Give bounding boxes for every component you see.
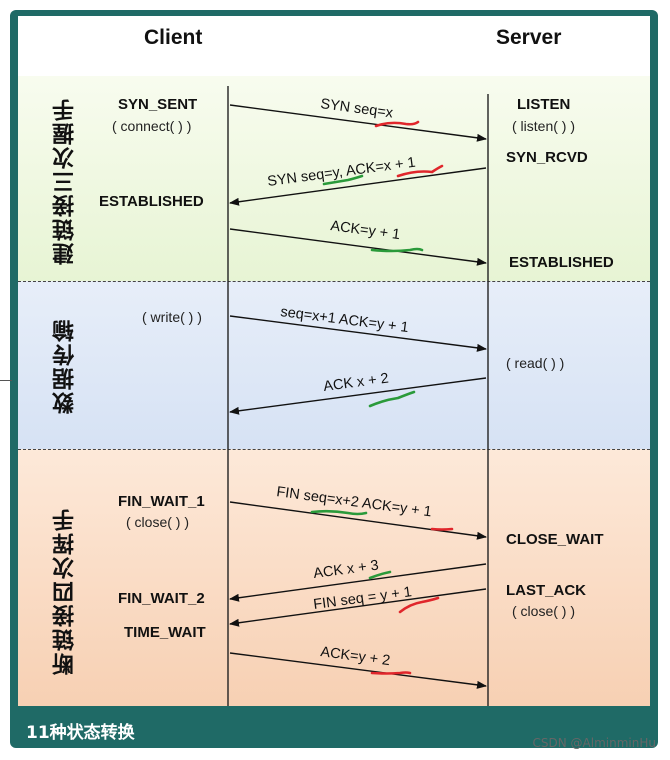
arrow-syn bbox=[229, 104, 487, 142]
client-connect-call: ( connect( ) ) bbox=[112, 118, 192, 134]
server-state-listen: LISTEN bbox=[517, 96, 571, 113]
server-state-close-wait: CLOSE_WAIT bbox=[506, 531, 604, 548]
client-state-time-wait: TIME_WAIT bbox=[124, 624, 206, 641]
server-state-last-ack: LAST_ACK bbox=[506, 582, 587, 599]
arrow-ack bbox=[229, 228, 487, 266]
server-listen-call: ( listen( ) ) bbox=[512, 118, 575, 134]
arrow-ack-fin-1 bbox=[229, 563, 487, 602]
phase-divider bbox=[18, 281, 650, 282]
client-header: Client bbox=[144, 26, 203, 49]
server-header: Server bbox=[496, 26, 562, 49]
arrow-final-ack bbox=[229, 652, 487, 689]
message-label: ACK=y + 1 bbox=[329, 218, 401, 243]
footer-caption: 11种状态转换 bbox=[26, 723, 135, 743]
red-underline bbox=[430, 527, 454, 531]
diagram-canvas: Client Server 建链接三次握手 数据传输 断链接四次挥手 SYN_S… bbox=[18, 16, 650, 706]
green-underline bbox=[368, 570, 392, 580]
watermark: CSDN @AlminminHu bbox=[532, 736, 656, 750]
arrow-data bbox=[229, 315, 487, 352]
green-underline bbox=[368, 390, 416, 408]
red-underline bbox=[398, 596, 440, 614]
arrow-data-ack bbox=[229, 377, 487, 415]
message-label: FIN seq = y + 1 bbox=[312, 584, 412, 613]
phase-band-transfer bbox=[18, 281, 650, 449]
red-underline bbox=[370, 671, 412, 675]
phase-divider bbox=[18, 449, 650, 450]
arrow-syn-ack bbox=[229, 167, 487, 206]
server-state-established: ESTABLISHED bbox=[509, 254, 614, 271]
message-label: SYN seq=y, ACK=x + 1 bbox=[266, 155, 416, 190]
arrow-fin-2 bbox=[229, 588, 487, 627]
red-underline bbox=[396, 164, 444, 178]
client-write-call: ( write( ) ) bbox=[142, 309, 202, 325]
client-state-fin-wait-2: FIN_WAIT_2 bbox=[118, 590, 205, 607]
green-underline bbox=[370, 247, 424, 253]
client-state-syn-sent: SYN_SENT bbox=[118, 96, 198, 113]
message-label: ACK x + 2 bbox=[322, 371, 389, 395]
sequence-arrows: SYN seq=x SYN seq=y, ACK=x + 1 ACK=y + 1… bbox=[227, 86, 489, 706]
side-tick bbox=[0, 380, 12, 381]
server-close-call: ( close( ) ) bbox=[512, 603, 575, 619]
server-state-syn-rcvd: SYN_RCVD bbox=[506, 149, 588, 166]
phase-band-teardown bbox=[18, 449, 650, 706]
client-state-established: ESTABLISHED bbox=[99, 193, 204, 210]
arrow-fin-1 bbox=[229, 501, 487, 540]
green-underline bbox=[310, 509, 368, 516]
server-read-call: ( read( ) ) bbox=[506, 355, 565, 371]
red-underline bbox=[374, 120, 420, 128]
phase-band-setup bbox=[18, 76, 650, 281]
green-underline bbox=[322, 174, 364, 186]
client-state-fin-wait-1: FIN_WAIT_1 bbox=[118, 493, 205, 510]
client-close-call: ( close( ) ) bbox=[126, 514, 189, 530]
